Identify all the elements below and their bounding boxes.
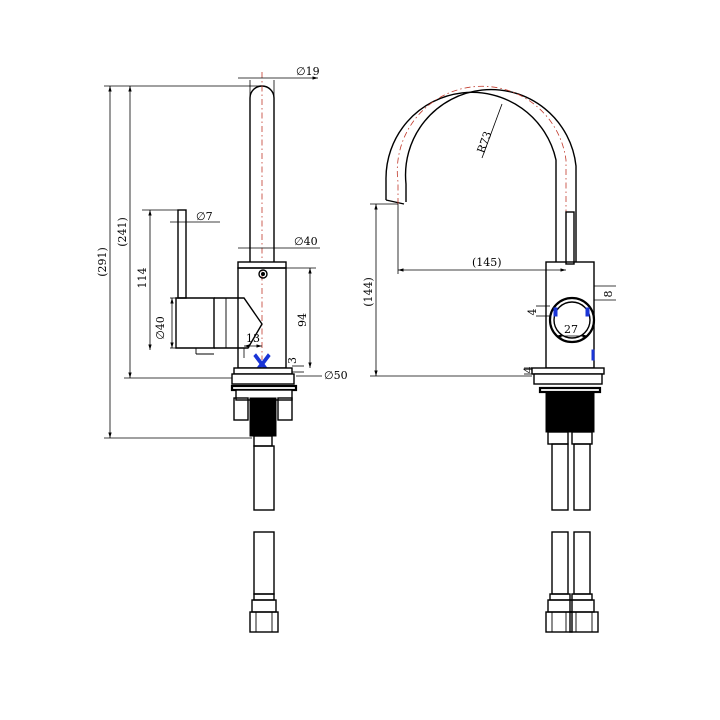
front-hose-nut-right	[571, 431, 593, 445]
front-hot-indicator	[585, 307, 590, 317]
dim-spout-height: (144)	[362, 277, 375, 307]
side-body-screw-dot	[261, 272, 265, 276]
dim-gap-3: 3	[286, 357, 299, 364]
front-fitting-hex-right	[569, 611, 599, 633]
front-view: R73 (145)	[362, 85, 616, 633]
front-washer	[538, 386, 602, 394]
front-hose-left-lower	[551, 531, 569, 595]
front-threaded-stem	[545, 391, 595, 433]
front-spout-outer	[385, 91, 557, 262]
side-hose-upper	[253, 445, 275, 511]
front-base-plate	[531, 367, 605, 375]
side-collar	[237, 261, 287, 269]
dim-pipe-dia: ∅19	[296, 65, 320, 78]
dim-arc-radius: R73	[475, 130, 495, 155]
side-shank-left	[233, 397, 249, 421]
radius-leader	[481, 103, 503, 159]
front-fitting-ring-left	[549, 593, 571, 601]
side-fitting-ring	[253, 593, 275, 601]
side-base-ring	[231, 373, 295, 385]
dim-4-lower: 4	[522, 367, 535, 374]
side-hose-lower	[253, 531, 275, 595]
dim-offset-13: 13	[246, 332, 260, 345]
side-handle-cone	[214, 297, 263, 349]
front-fitting-body-left	[547, 599, 573, 613]
front-fitting-hex-left	[545, 611, 573, 633]
dim-lever-height: 114	[136, 268, 149, 289]
front-handle-ring	[548, 296, 596, 344]
front-hose-right-lower	[573, 531, 591, 595]
side-body-screw	[258, 269, 268, 279]
dim-body-top-height: (241)	[116, 217, 129, 247]
side-shank-right	[277, 397, 293, 421]
side-fitting-body	[251, 599, 277, 613]
dim-handle-dia: ∅40	[154, 316, 167, 340]
dim-body-height: 94	[296, 313, 309, 327]
side-handle	[175, 297, 215, 349]
dim-body-dia: ∅40	[294, 235, 318, 248]
front-lever	[565, 211, 575, 265]
side-fitting-hex	[249, 611, 279, 633]
dim-base-dia: ∅50	[324, 369, 348, 382]
dim-reach: (145)	[472, 256, 502, 269]
front-hose-nut-left	[547, 431, 569, 445]
side-hose-nut	[253, 435, 273, 447]
front-side-mark	[591, 349, 595, 361]
dim-overall-height: (291)	[96, 247, 109, 277]
front-handle-inner	[553, 301, 591, 339]
front-fitting-body-right	[569, 599, 595, 613]
side-view: ∅19 ∅7 ∅40 (291) (241) 114 ∅40 94 13	[96, 65, 348, 633]
dim-handle-inner: 27	[564, 323, 578, 336]
front-hose-left-upper	[551, 443, 569, 511]
dim-8: 8	[602, 291, 615, 298]
side-base-plate	[233, 367, 293, 375]
front-cold-indicator	[553, 307, 558, 317]
front-fitting-ring-right	[571, 593, 593, 601]
dim-4-upper: 4	[526, 309, 539, 316]
dim-lever-dia: ∅7	[196, 210, 213, 223]
front-spout-tip	[385, 199, 405, 205]
side-lever	[177, 209, 187, 299]
front-base-ring	[533, 373, 603, 385]
front-hose-right-upper	[573, 443, 591, 511]
side-threaded-stem	[249, 397, 277, 437]
front-spout-inner	[404, 88, 577, 262]
front-spout-centerline	[396, 85, 567, 262]
